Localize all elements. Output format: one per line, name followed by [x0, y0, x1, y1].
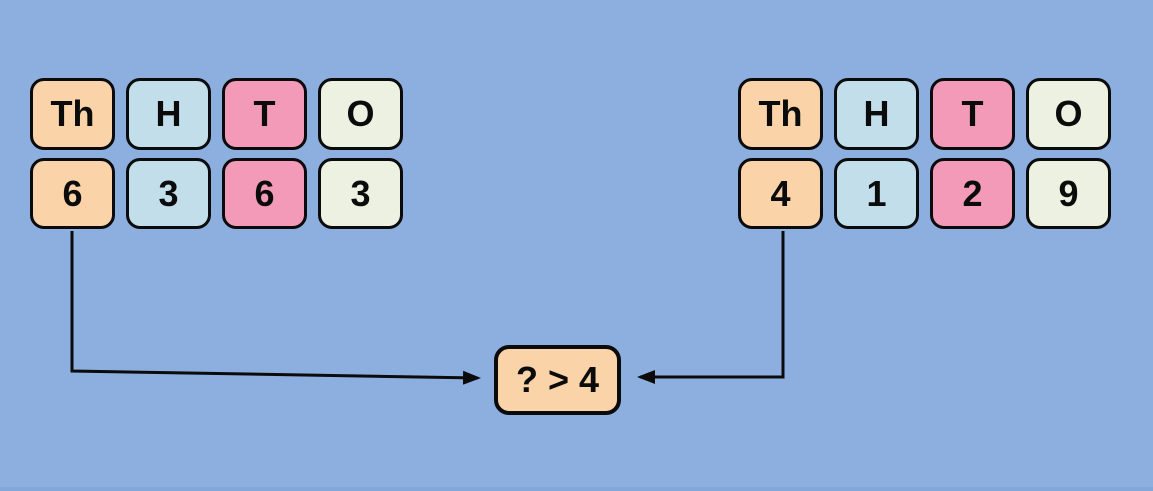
left-place-value-table: Th H T O 6 3 6 3 — [30, 78, 403, 229]
right-digit-ones: 9 — [1026, 158, 1111, 229]
right-digit-thousands: 4 — [738, 158, 823, 229]
right-header-hundreds: H — [834, 78, 919, 150]
bottom-edge-strip — [0, 487, 1153, 491]
right-digit-hundreds: 1 — [834, 158, 919, 229]
right-digit-tens: 2 — [930, 158, 1015, 229]
left-thousands-arrow — [70, 231, 481, 385]
left-digit-thousands: 6 — [30, 158, 115, 229]
right-header-ones: O — [1026, 78, 1111, 150]
left-header-hundreds: H — [126, 78, 211, 150]
comparison-box: ? > 4 — [494, 345, 621, 415]
left-header-thousands: Th — [30, 78, 115, 150]
right-header-tens: T — [930, 78, 1015, 150]
left-digit-tens: 6 — [222, 158, 307, 229]
left-header-ones: O — [318, 78, 403, 150]
left-header-tens: T — [222, 78, 307, 150]
right-place-value-table: Th H T O 4 1 2 9 — [738, 78, 1111, 229]
right-header-thousands: Th — [738, 78, 823, 150]
left-digit-ones: 3 — [318, 158, 403, 229]
right-thousands-arrow — [637, 231, 785, 384]
left-digit-hundreds: 3 — [126, 158, 211, 229]
